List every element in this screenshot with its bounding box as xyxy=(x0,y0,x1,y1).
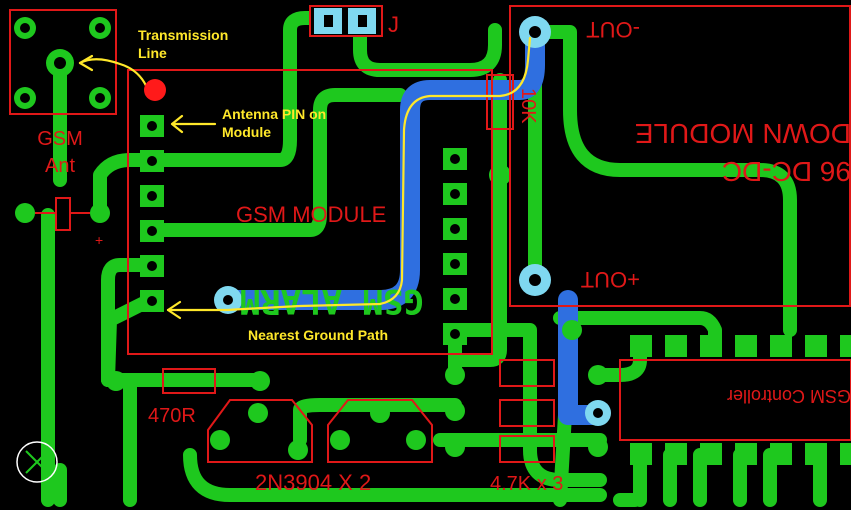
transmission-line-note-1: Transmission xyxy=(138,27,228,43)
out-negative-label: -OUT xyxy=(586,17,640,42)
gsm-controller-label-flipped: GSM Controller xyxy=(727,386,851,406)
resistor-4k7-label: 4.7K x 3 xyxy=(490,473,563,495)
module-label-flipped-2: 96 DC-DC xyxy=(722,156,851,187)
out-positive-label: +OUT xyxy=(581,267,640,292)
gsm-alarm-copper-text: GSM ALARM xyxy=(240,281,424,321)
silkscreen-outlines xyxy=(9,5,851,463)
plus-sign: + xyxy=(95,232,103,248)
module-label-flipped-1: DOWN MODULE xyxy=(635,118,851,149)
pad-holes xyxy=(20,23,460,339)
fiducial-mark xyxy=(16,441,58,483)
gsm-module-label: GSM MODULE xyxy=(236,202,386,227)
gsm-ant-label-1: GSM xyxy=(37,128,83,150)
resistor-10k-label: 10K xyxy=(517,88,539,124)
vias xyxy=(214,16,611,426)
jumper-pads xyxy=(309,5,383,37)
transmission-line-note-2: Line xyxy=(138,45,167,61)
ground-path-note: Nearest Ground Path xyxy=(248,327,388,343)
resistor-470-label: 470R xyxy=(148,405,196,427)
antenna-pin-note-1: Antenna PIN on xyxy=(222,106,326,122)
gsm-ant-label-2: Ant xyxy=(45,155,75,177)
jumper-label: J xyxy=(388,12,399,37)
antenna-pin-note-2: Module xyxy=(222,124,271,140)
annotation-paths xyxy=(78,36,532,320)
transistor-label: 2N3904 X 2 xyxy=(255,470,371,495)
antenna-pin-dot xyxy=(144,79,166,101)
